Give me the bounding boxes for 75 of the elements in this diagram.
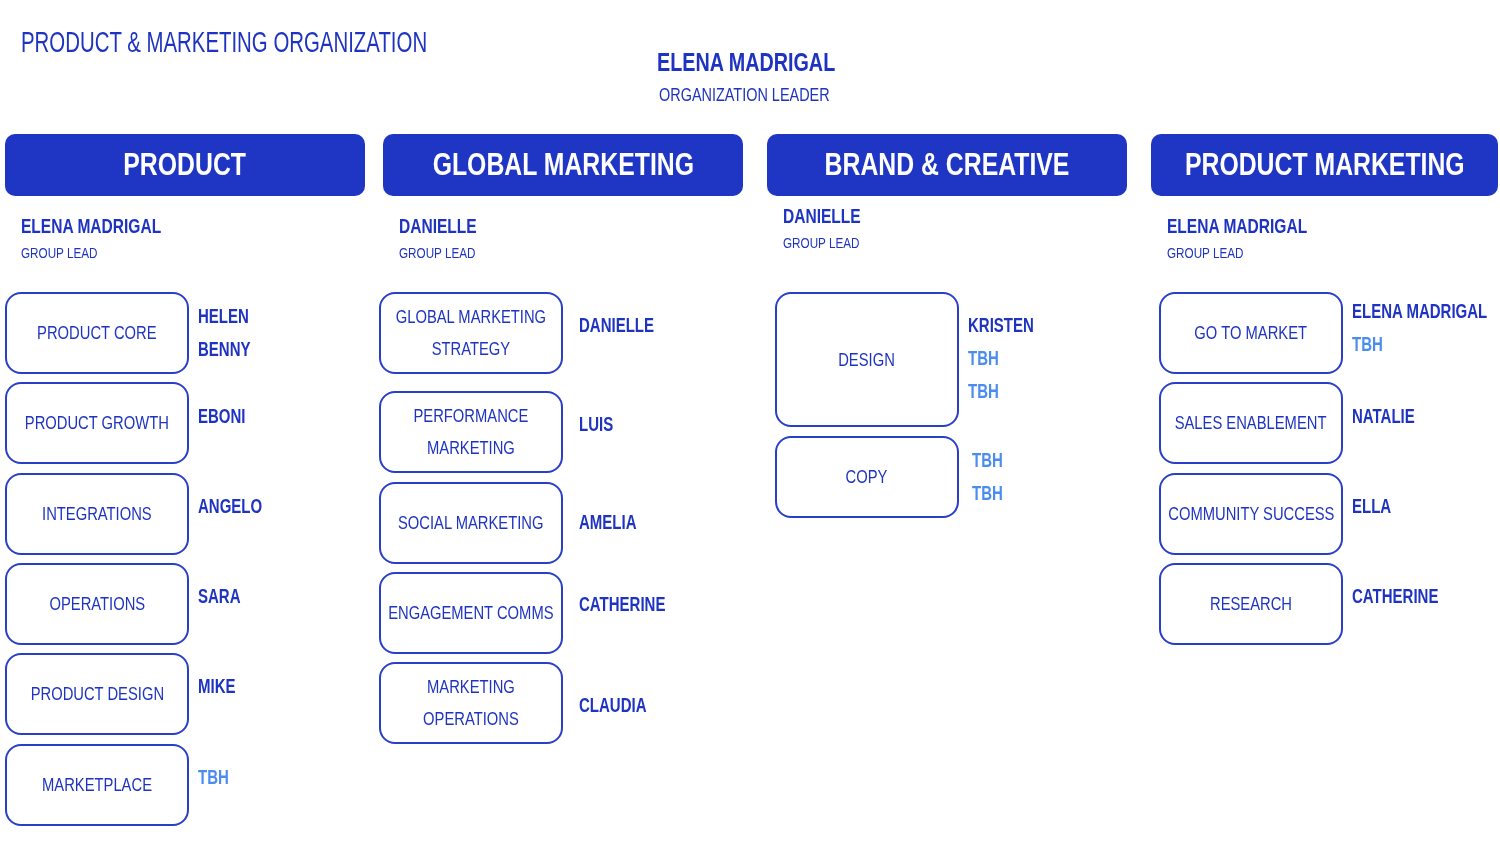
person-name: KRISTEN xyxy=(968,314,1034,337)
team-name: GLOBAL MARKETING STRATEGY xyxy=(394,306,548,361)
team-box xyxy=(5,744,189,826)
team-name: COMMUNITY SUCCESS xyxy=(1167,503,1335,526)
open-role-label: TBH xyxy=(968,347,999,370)
person-name: ELLA xyxy=(1352,495,1392,518)
department-title: PRODUCT MARKETING xyxy=(1184,146,1465,184)
team-box xyxy=(379,391,563,473)
team-name: PRODUCT DESIGN xyxy=(30,683,164,706)
team-name: DESIGN xyxy=(838,348,896,372)
person-name: EBONI xyxy=(198,405,246,428)
department-banner xyxy=(767,134,1127,196)
page-title: PRODUCT & MARKETING ORGANIZATION xyxy=(21,24,428,59)
person-name: ANGELO xyxy=(198,495,263,518)
open-role-label: TBH xyxy=(968,380,999,403)
person-name: ELENA MADRIGAL xyxy=(21,214,162,238)
team-box xyxy=(379,572,563,654)
team-box xyxy=(5,292,189,374)
team-name: PRODUCT GROWTH xyxy=(25,412,170,435)
department-banner xyxy=(1151,134,1498,196)
team-name: MARKETING OPERATIONS xyxy=(422,676,520,731)
role-label: GROUP LEAD xyxy=(399,244,476,261)
person-name: AMELIA xyxy=(579,511,637,534)
role-label: GROUP LEAD xyxy=(783,234,860,251)
department-banner xyxy=(5,134,365,196)
team-box xyxy=(5,653,189,735)
leader-name: ELENA MADRIGAL xyxy=(657,47,836,77)
person-name: ELENA MADRIGAL xyxy=(1352,300,1488,323)
team-name: PRODUCT CORE xyxy=(37,322,157,345)
person-name: LUIS xyxy=(579,413,614,436)
team-box xyxy=(379,292,563,374)
team-name: GO TO MARKET xyxy=(1194,322,1308,345)
person-name: DANIELLE xyxy=(579,314,654,337)
role-label: GROUP LEAD xyxy=(1167,244,1244,261)
team-box xyxy=(379,482,563,564)
team-box xyxy=(5,563,189,645)
person-name: CLAUDIA xyxy=(579,694,647,717)
open-role-label: TBH xyxy=(198,766,229,789)
open-role-label: TBH xyxy=(1352,333,1383,356)
person-name: HELEN xyxy=(198,305,249,328)
leader-role: ORGANIZATION LEADER xyxy=(659,84,830,106)
department-title: PRODUCT xyxy=(123,146,247,184)
department-title: BRAND & CREATIVE xyxy=(824,146,1070,184)
person-name: SARA xyxy=(198,585,241,608)
team-box xyxy=(379,662,563,744)
person-name: MIKE xyxy=(198,675,236,698)
team-name: RESEARCH xyxy=(1210,593,1292,616)
department-title: GLOBAL MARKETING xyxy=(432,146,694,184)
team-box xyxy=(1159,563,1343,645)
team-box xyxy=(5,382,189,464)
team-name: ENGAGEMENT COMMS xyxy=(388,602,554,625)
team-name: SALES ENABLEMENT xyxy=(1175,412,1327,435)
team-name: MARKETPLACE xyxy=(42,774,152,797)
person-name: CATHERINE xyxy=(1352,585,1439,608)
person-name: CATHERINE xyxy=(579,593,666,616)
role-label: GROUP LEAD xyxy=(21,244,98,261)
team-box xyxy=(775,436,959,518)
team-name: COPY xyxy=(846,466,888,489)
team-box xyxy=(1159,473,1343,555)
person-name: BENNY xyxy=(198,338,251,361)
team-box xyxy=(1159,382,1343,464)
department-banner xyxy=(383,134,743,196)
team-name: INTEGRATIONS xyxy=(42,503,152,526)
team-name: OPERATIONS xyxy=(49,593,145,616)
team-box xyxy=(1159,292,1343,374)
person-name: DANIELLE xyxy=(399,214,477,238)
team-name: SOCIAL MARKETING xyxy=(398,512,544,535)
team-name: PERFORMANCE MARKETING xyxy=(412,405,530,460)
person-name: NATALIE xyxy=(1352,405,1415,428)
open-role-label: TBH xyxy=(972,482,1003,505)
person-name: DANIELLE xyxy=(783,204,861,228)
person-name: ELENA MADRIGAL xyxy=(1167,214,1308,238)
team-box xyxy=(5,473,189,555)
open-role-label: TBH xyxy=(972,449,1003,472)
team-box xyxy=(775,292,959,427)
